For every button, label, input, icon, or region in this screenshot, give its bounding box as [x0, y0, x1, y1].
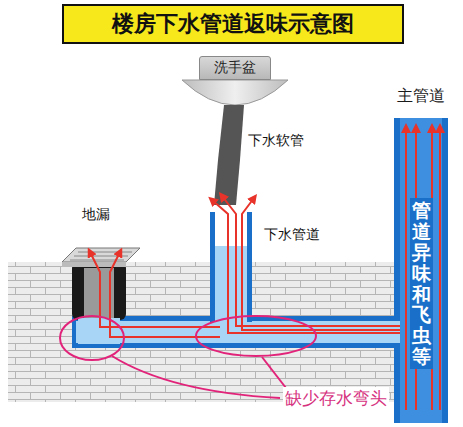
- part-label: 下水管道: [262, 226, 322, 244]
- basin-box: 洗手盆: [199, 56, 271, 80]
- main-pipe: [394, 118, 448, 423]
- leader-line: [112, 356, 280, 398]
- pipe-heading: 主管道: [384, 86, 458, 107]
- leader-line: [262, 357, 286, 388]
- part-label: 地漏: [80, 206, 112, 224]
- odour-flow: [90, 128, 440, 410]
- part-label: 下水软管: [246, 132, 306, 150]
- drain-hose: [214, 105, 244, 205]
- basin-bowl: [182, 80, 288, 105]
- vertical-note: 管道异味和飞虫等: [410, 198, 433, 369]
- title-banner: 楼房下水管道返味示意图: [62, 4, 404, 44]
- basin-label: 洗手盆: [214, 59, 256, 77]
- missing-trap-mark: [196, 316, 316, 356]
- missing-trap-mark: [60, 316, 124, 360]
- floor-drain-grate: [62, 248, 140, 262]
- main-pipe-node: 主管道管道异味和飞虫等: [384, 86, 458, 420]
- callout-label: 缺少存水弯头: [283, 387, 389, 410]
- title: 楼房下水管道返味示意图: [112, 9, 354, 39]
